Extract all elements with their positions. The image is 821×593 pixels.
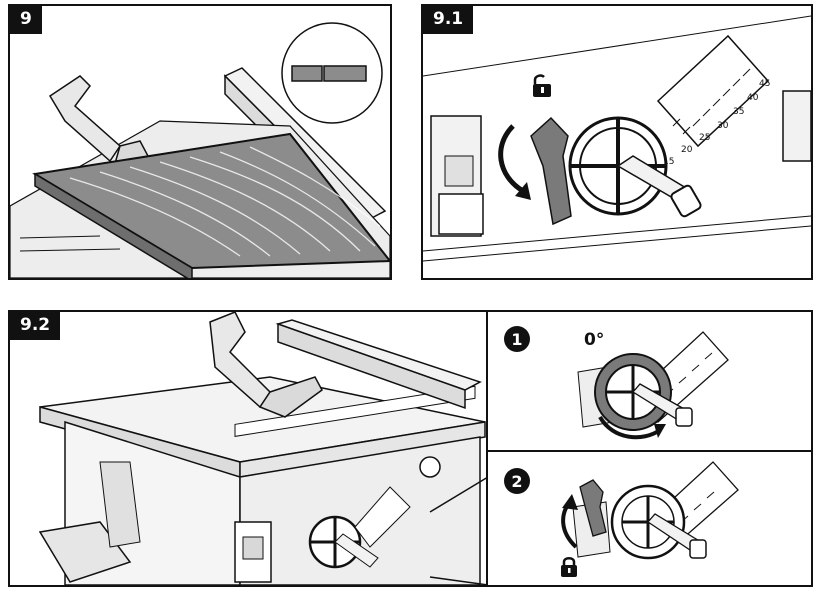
panel-9-2: 9.2 1 0°	[8, 310, 813, 587]
angle-label: 0°	[584, 330, 604, 350]
scale-tick-35: 35	[733, 107, 744, 117]
step-2-subpanel: 2	[486, 450, 813, 587]
scale-tick-45: 45	[759, 79, 770, 89]
panel-9: 9	[8, 4, 392, 280]
table-saw-board-illustration	[10, 6, 390, 278]
unlock-icon	[531, 74, 553, 98]
scale-tick-25: 25	[699, 133, 710, 143]
step-1-wheel-illustration	[488, 312, 813, 450]
scale-tick-20: 20	[681, 145, 693, 155]
panel-label: 9	[10, 6, 42, 34]
step-2-wheel-illustration	[488, 452, 813, 585]
scale-tick-30: 30	[717, 121, 729, 131]
step-number-2: 2	[504, 468, 530, 494]
panel-9-1: 15 20 25 30 35 40 45 9.1	[421, 4, 813, 280]
lock-icon	[560, 556, 578, 578]
scale-tick-40: 40	[747, 93, 759, 103]
panel-label: 9.1	[423, 6, 473, 34]
step-1-subpanel: 1 0°	[486, 310, 813, 452]
panel-label: 9.2	[10, 312, 60, 340]
step-number-1: 1	[504, 326, 530, 352]
bevel-lock-illustration: 15 20 25 30 35 40 45	[423, 6, 811, 278]
